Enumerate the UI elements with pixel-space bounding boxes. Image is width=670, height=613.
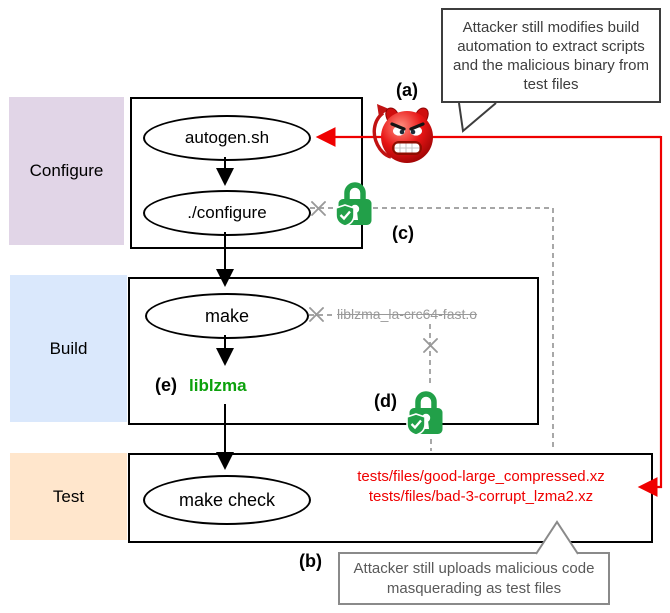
node-autogen-sh-label: autogen.sh: [184, 128, 270, 147]
lock-d-icon: [406, 387, 446, 439]
malicious-test-files: tests/files/good-large_compressed.xz tes…: [330, 467, 632, 507]
callout-bottom-text: Attacker still uploads malicious code ma…: [353, 559, 595, 597]
liblzma-output: (e) liblzma: [155, 375, 247, 396]
blocked-object-file-label: liblzma_la-crc64-fast.o: [337, 306, 478, 322]
phase-build-label: Build: [49, 338, 88, 358]
lock-c-icon: [335, 178, 375, 230]
label-b: (b): [299, 551, 322, 571]
phase-build: Build: [10, 275, 127, 422]
phase-test: Test: [10, 453, 127, 540]
label-d: (d): [374, 391, 397, 411]
phase-configure: Configure: [9, 97, 124, 245]
node-make-check: make check: [143, 475, 311, 525]
node-make-check-label: make check: [178, 489, 276, 510]
node-make: make: [145, 293, 309, 339]
callout-attacker-modifies-build: Attacker still modifies build automation…: [441, 8, 661, 103]
label-a: (a): [396, 80, 418, 100]
phase-test-label: Test: [52, 486, 85, 506]
node-autogen-sh: autogen.sh: [143, 115, 311, 161]
node-configure-script: ./configure: [143, 190, 311, 236]
label-e: (e): [155, 375, 177, 395]
test-file-2: tests/files/bad-3-corrupt_lzma2.xz: [368, 488, 594, 505]
callout-top-text: Attacker still modifies build automation…: [453, 18, 649, 93]
test-file-1: tests/files/good-large_compressed.xz: [357, 468, 605, 485]
callout-top-tail: [458, 102, 497, 133]
attacker-devil-icon: [370, 103, 440, 167]
label-c: (c): [392, 223, 414, 243]
liblzma-label: liblzma: [189, 376, 247, 395]
node-configure-script-label: ./configure: [187, 203, 267, 222]
phase-configure-label: Configure: [29, 161, 104, 180]
callout-attacker-uploads-files: Attacker still uploads malicious code ma…: [338, 552, 610, 605]
node-make-label: make: [204, 305, 249, 326]
attack-arrow-to-test-files: [637, 136, 663, 497]
